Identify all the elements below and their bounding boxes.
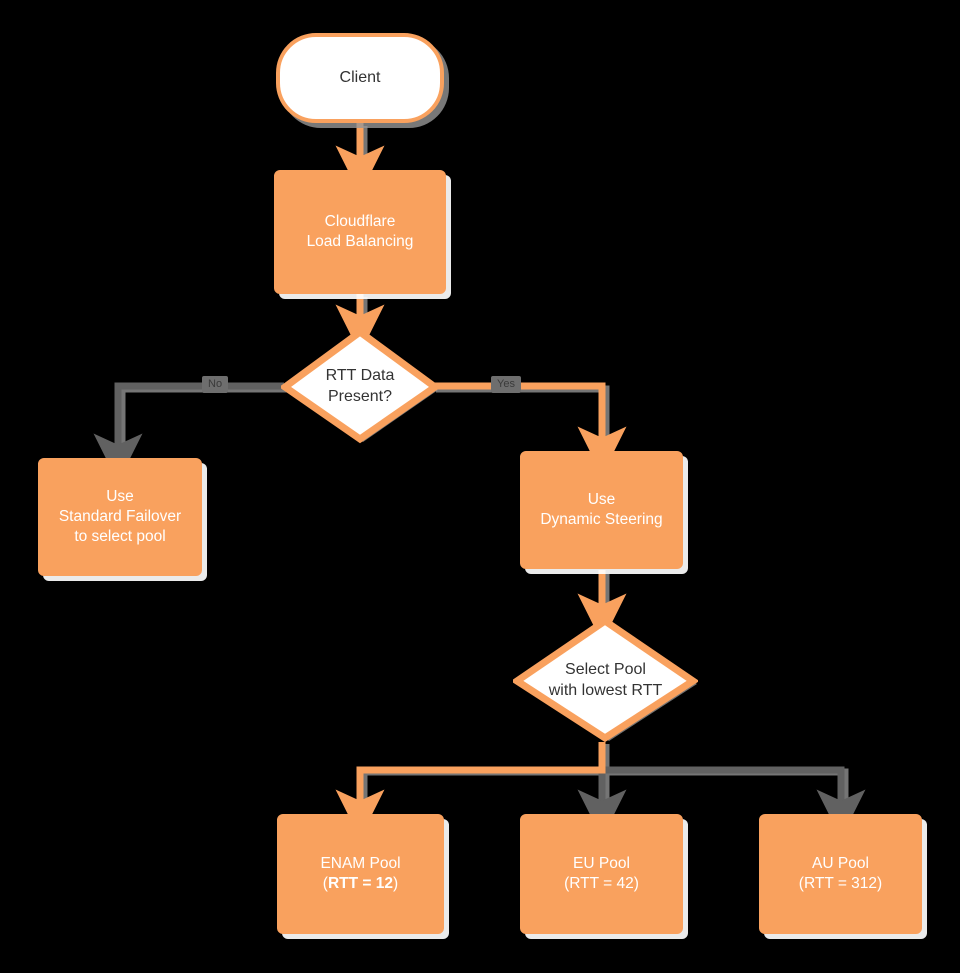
edge-select-to-au-path <box>602 766 866 839</box>
node-dynamic-steering[interactable]: Use Dynamic Steering <box>520 451 683 569</box>
node-au-pool-rtt-suffix: ) <box>877 875 883 892</box>
node-enam-pool-line1: ENAM Pool <box>320 854 401 872</box>
node-load-balancing[interactable]: Cloudflare Load Balancing <box>274 170 446 294</box>
node-dynamic-steering-line1: Use <box>587 490 616 508</box>
rtt-decision-diamond-shape <box>281 329 439 444</box>
node-enam-pool-rtt-suffix: ) <box>393 875 399 892</box>
node-standard-failover[interactable]: Use Standard Failover to select pool <box>38 458 202 576</box>
node-dynamic-steering-label: Use Dynamic Steering <box>540 490 662 530</box>
node-standard-failover-line3: to select pool <box>74 528 166 546</box>
edge-rtt-to-failover-path <box>93 382 284 483</box>
node-enam-pool-rtt: (RTT = 12) <box>320 874 400 894</box>
node-eu-pool-rtt-suffix: ) <box>633 875 639 892</box>
node-enam-pool-label: ENAM Pool (RTT = 12) <box>320 854 400 894</box>
node-dynamic-steering-line2: Dynamic Steering <box>540 511 663 528</box>
node-au-pool-rtt-value: RTT = 312 <box>803 875 878 892</box>
node-load-balancing-line1: Cloudflare <box>324 212 396 230</box>
node-enam-pool[interactable]: ENAM Pool (RTT = 12) <box>277 814 444 934</box>
node-standard-failover-line2: Standard Failover <box>58 507 182 525</box>
node-eu-pool-line1: EU Pool <box>573 854 630 872</box>
node-eu-pool-rtt-prefix: ( <box>564 875 570 892</box>
node-standard-failover-label: Use Standard Failover to select pool <box>59 487 181 547</box>
node-load-balancing-line2: Load Balancing <box>306 233 414 250</box>
node-eu-pool-label: EU Pool (RTT = 42) <box>564 854 639 894</box>
node-enam-pool-rtt-prefix: ( <box>322 875 328 892</box>
node-select-pool[interactable]: Select Pool with lowest RTT <box>513 618 698 744</box>
node-enam-pool-rtt-value: RTT = 12 <box>327 875 394 892</box>
edge-label-yes: Yes <box>491 376 521 393</box>
edge-select-to-enam-path <box>335 742 606 839</box>
node-au-pool[interactable]: AU Pool (RTT = 312) <box>759 814 922 934</box>
node-load-balancing-label: Cloudflare Load Balancing <box>307 212 414 252</box>
edge-rtt-to-steering-path <box>432 382 627 476</box>
node-au-pool-label: AU Pool (RTT = 312) <box>799 854 882 894</box>
node-client[interactable]: Client <box>276 33 444 123</box>
select-pool-diamond-shape <box>513 618 698 743</box>
node-client-label: Client <box>339 68 381 86</box>
node-au-pool-rtt: (RTT = 312) <box>799 874 882 894</box>
node-eu-pool-rtt-value: RTT = 42 <box>569 875 634 892</box>
node-standard-failover-line1: Use <box>106 487 134 505</box>
node-au-pool-rtt-prefix: ( <box>798 875 804 892</box>
node-au-pool-line1: AU Pool <box>812 854 869 872</box>
node-rtt-decision[interactable]: RTT Data Present? <box>281 329 439 445</box>
edge-label-no: No <box>202 376 229 393</box>
node-eu-pool[interactable]: EU Pool (RTT = 42) <box>520 814 683 934</box>
node-eu-pool-rtt: (RTT = 42) <box>564 874 639 894</box>
